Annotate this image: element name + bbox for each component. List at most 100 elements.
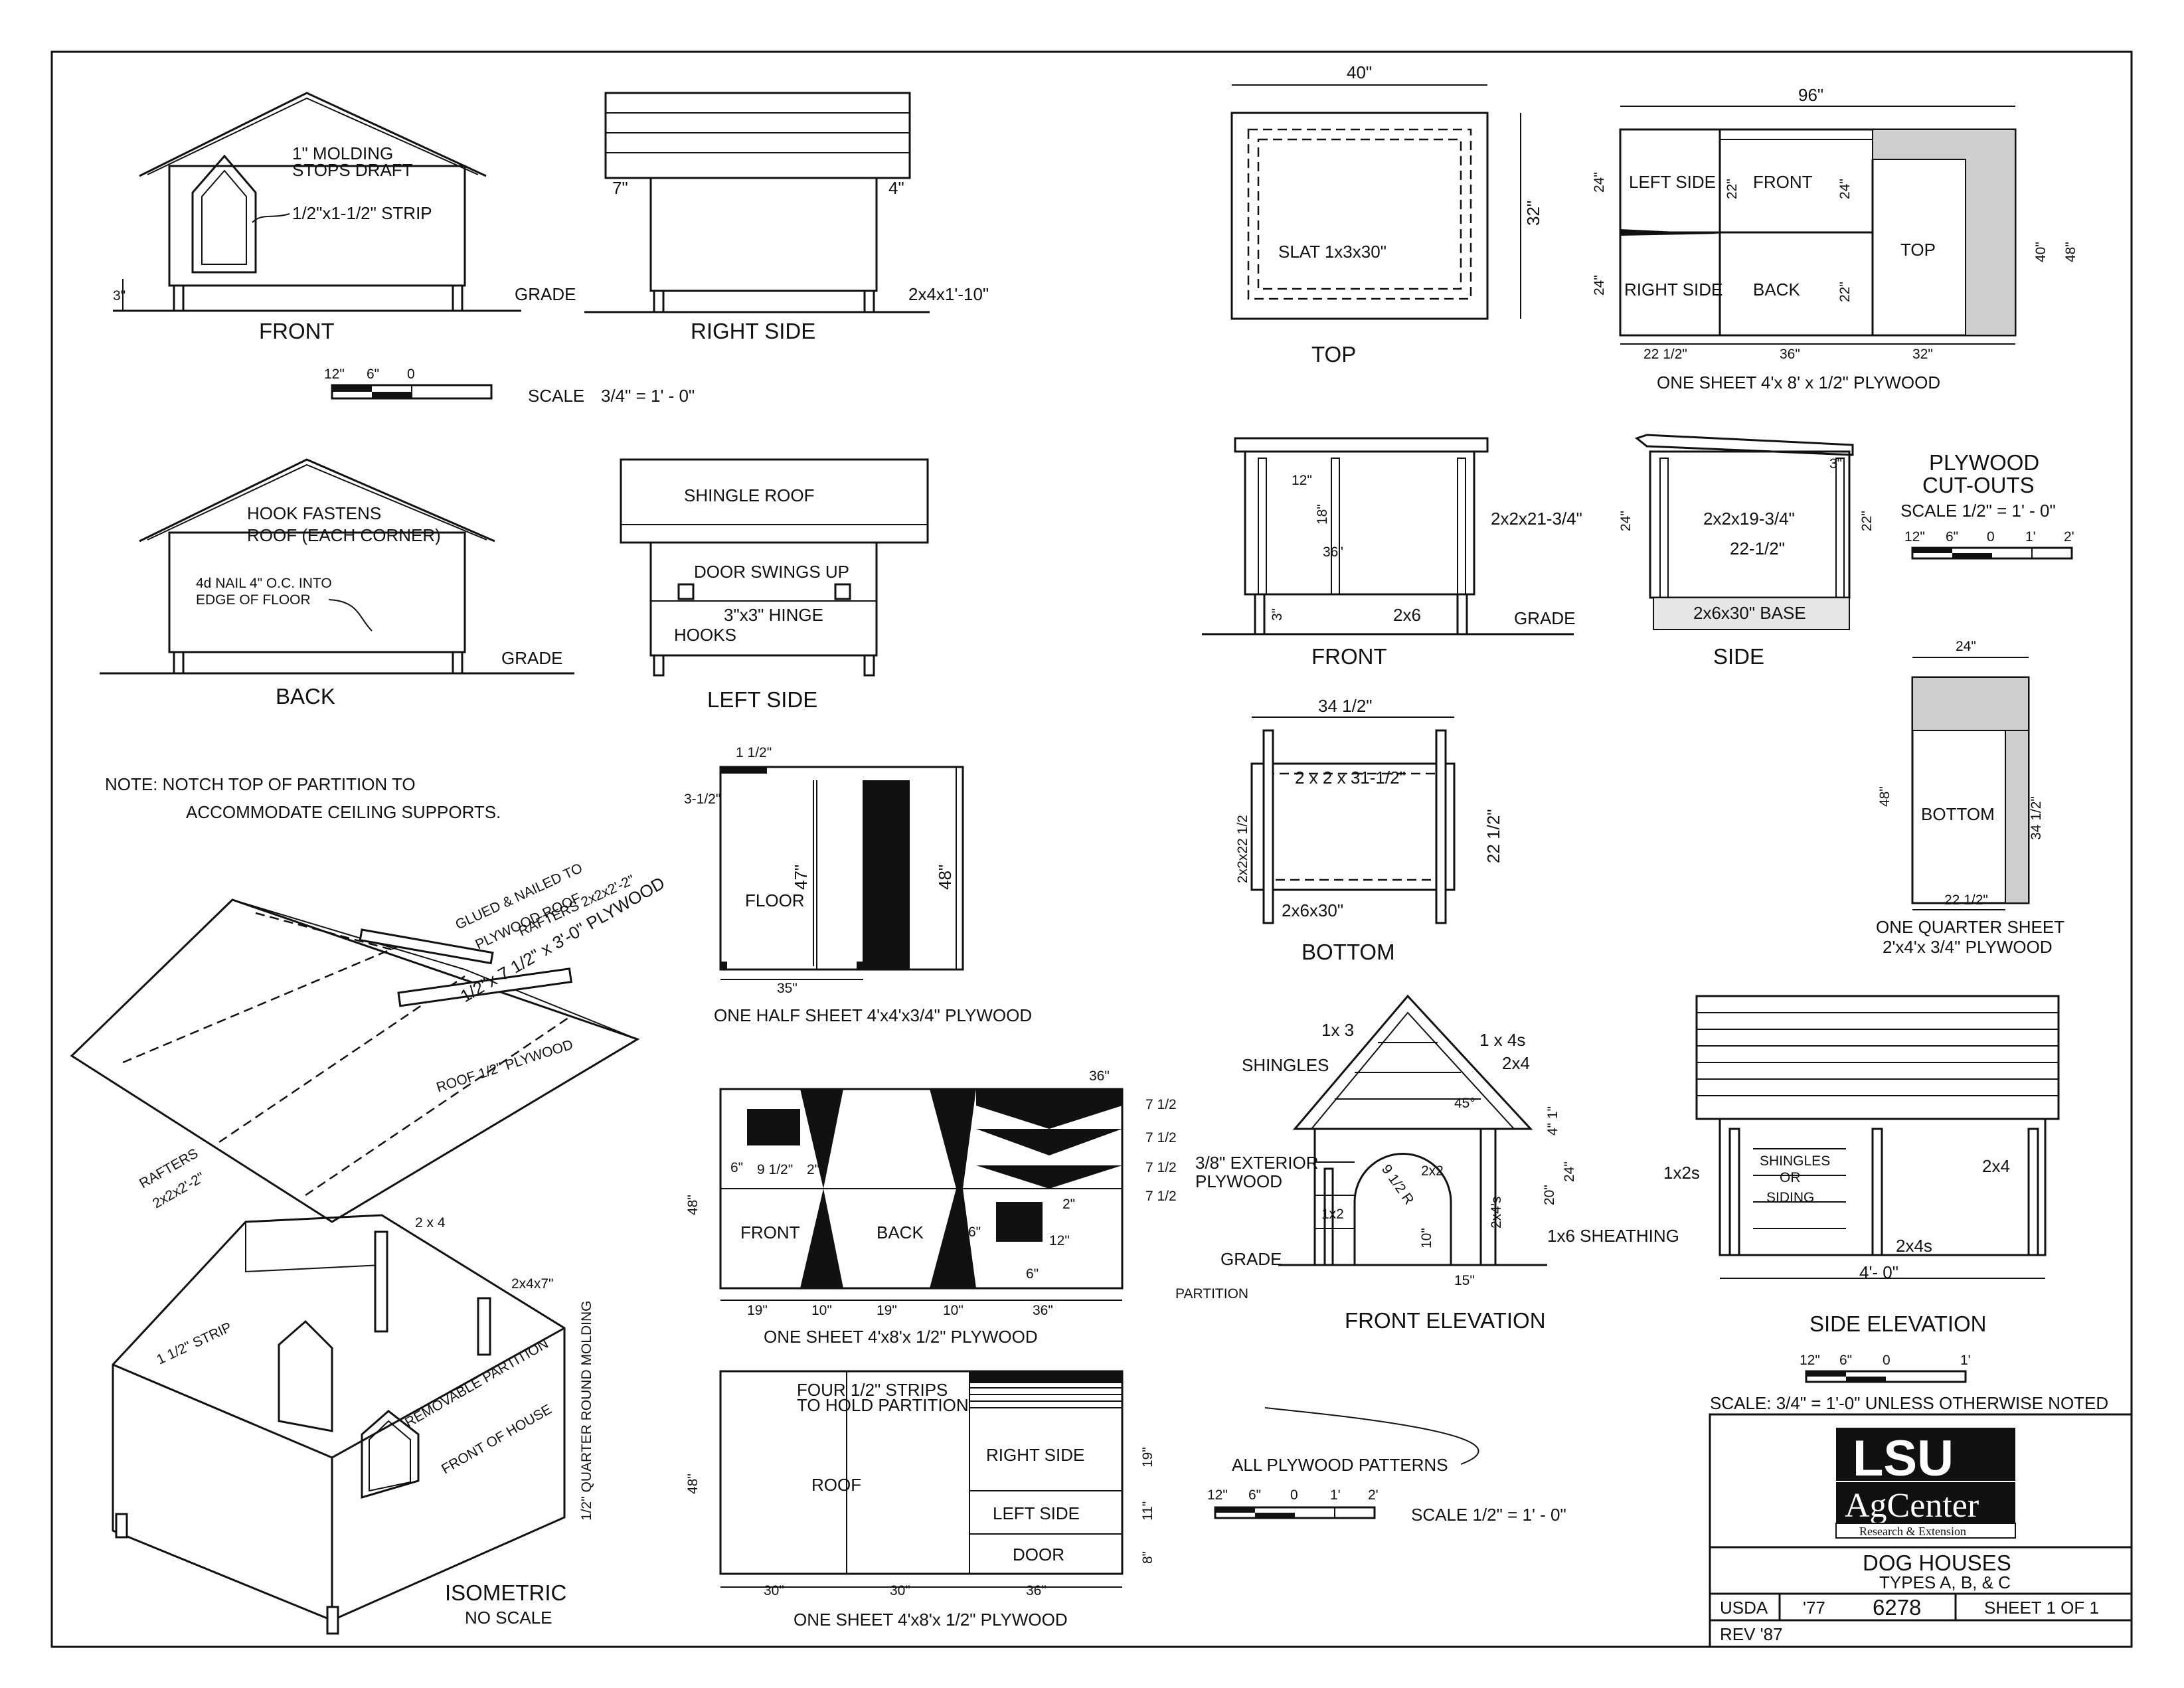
fe-shingles-label: SHINGLES — [1242, 1055, 1329, 1075]
bottom-view: 34 1/2" 2 x 2 x 31-1/2" 2x2x22 1/2 22 1/… — [1235, 696, 1503, 964]
frame-front-view: 12" 18" 36" 2x2x21-3/4" 3" 2x6 GRADE FRO… — [1202, 437, 1582, 669]
note-line-2: ACCOMMODATE CEILING SUPPORTS. — [186, 802, 501, 822]
q-sheet-2: 2'x4'x 3/4" PLYWOOD — [1883, 937, 2053, 957]
se-2x4-label: 2x4 — [1982, 1156, 2010, 1176]
hook-label-2: ROOF (EACH CORNER) — [247, 525, 441, 545]
bs-1: 1' — [1960, 1353, 1971, 1368]
cutout-sheet: 96" LEFT SIDE FRONT RIGHT SIDE BACK TOP … — [1592, 85, 2078, 392]
shingle-roof-label: SHINGLE ROOF — [684, 485, 814, 505]
stud-label: 2x4x1'-10" — [908, 284, 989, 304]
title-block-year: '77 — [1803, 1598, 1825, 1618]
dim-4: 4" — [888, 178, 904, 198]
bottom-scale-label: SCALE: 3/4" = 1'-0" UNLESS OTHERWISE NOT… — [1710, 1393, 2108, 1413]
fb-dim-12: 12" — [764, 1110, 784, 1126]
frame-side-view: 3" 2x2x19-3/4" 22-1/2" 24" 22" 2x6x30" B… — [1618, 434, 1875, 669]
cut-dim-22a: 22" — [1724, 179, 1740, 199]
fb-dim-95b: 9 1/2" — [999, 1224, 1035, 1240]
rf-dim-8: 8" — [1140, 1551, 1155, 1564]
rf-dim-48: 48" — [685, 1474, 701, 1494]
logo-line-2: AgCenter — [1845, 1487, 1979, 1525]
rf-sheet-caption: ONE SHEET 4'x8'x 1/2" PLYWOOD — [794, 1610, 1068, 1630]
q-dim-24: 24" — [1956, 639, 1976, 654]
cut-dim-40: 40" — [2033, 242, 2049, 262]
fb-dim-75b: 7 1/2 — [1145, 1130, 1177, 1145]
ply-cut-1: PLYWOOD — [1929, 450, 2039, 475]
title-block-types: TYPES A, B, & C — [1879, 1572, 2011, 1592]
strip-label: 1/2"x1-1/2" STRIP — [292, 203, 432, 223]
front-view-title: FRONT — [259, 319, 335, 343]
cut-top: TOP — [1900, 240, 1936, 260]
cut-right-side: RIGHT SIDE — [1624, 280, 1722, 299]
frame-front-title: FRONT — [1311, 644, 1387, 669]
fb-dim-75d: 7 1/2 — [1145, 1189, 1177, 1204]
top-dim-32: 32" — [1523, 201, 1543, 226]
rf-door-label: DOOR — [1013, 1545, 1064, 1564]
fb-dim-6c: 6" — [1026, 1266, 1039, 1282]
rf-four-1: FOUR 1/2" STRIPS — [797, 1380, 948, 1400]
dim-7: 7" — [612, 178, 628, 198]
b-dim-225: 22 1/2" — [1483, 809, 1503, 863]
q-sheet-1: ONE QUARTER SHEET — [1876, 917, 2064, 937]
fb-partition-label: PARTITION — [1175, 1286, 1248, 1302]
floor-sheet: 1 1/2" 3-1/2" FLOOR 47" 48" 35" ONE HALF… — [684, 745, 1032, 1025]
patterns-scale: ALL PLYWOOD PATTERNS 12" 6" 0 1' 2' SCAL… — [1207, 1407, 1566, 1525]
f2-dim-18: 18" — [1315, 504, 1330, 525]
grade-label-back: GRADE — [501, 648, 562, 668]
s2-stud-label: 2x2x19-3/4" — [1703, 509, 1795, 529]
iso-2x4x7-label: 2x4x7" — [511, 1276, 554, 1292]
fb-dim-75c: 7 1/2 — [1145, 1160, 1177, 1175]
s2-dim-22: 22" — [1859, 511, 1875, 531]
floor-dim-15: 1 1/2" — [736, 745, 772, 760]
top-view-title: TOP — [1311, 342, 1356, 367]
frame-side-title: SIDE — [1713, 644, 1764, 669]
iso-2x4-label: 2 x 4 — [415, 1215, 446, 1230]
fb-dim-6b: 6" — [968, 1224, 981, 1240]
back-view: HOOK FASTENS ROOF (EACH CORNER) 4d NAIL … — [100, 458, 574, 709]
bs-6: 6" — [1839, 1353, 1852, 1368]
fb-dim-19a: 19" — [747, 1303, 768, 1318]
bs-12: 12" — [1800, 1353, 1820, 1368]
ply-scale-2: 2' — [2064, 529, 2074, 545]
fe-2x4-label: 2x4 — [1502, 1053, 1530, 1073]
fe-dim-1: 1" — [1545, 1106, 1560, 1119]
scale-12: 12" — [324, 367, 345, 382]
scale-value-top: 3/4" = 1' - 0" — [601, 386, 695, 406]
se-siding-label: SIDING — [1766, 1190, 1814, 1205]
fb-dim-10a: 10" — [811, 1303, 832, 1318]
molding-label-1: 1" MOLDING — [292, 143, 393, 163]
fb-sheet-caption: ONE SHEET 4'x8'x 1/2" PLYWOOD — [764, 1327, 1038, 1347]
fb-dim-48: 48" — [685, 1195, 701, 1215]
f2-dim-12: 12" — [1292, 473, 1312, 488]
nail-label-1: 4d NAIL 4" O.C. INTO — [196, 576, 332, 591]
f2-stud-label: 2x2x21-3/4" — [1491, 509, 1582, 529]
fe-grade-label: GRADE — [1220, 1249, 1282, 1269]
pat-scale-1: 1' — [1330, 1487, 1341, 1503]
fe-45-label: 45° — [1454, 1096, 1475, 1111]
isometric-subtitle: NO SCALE — [465, 1608, 552, 1628]
fe-sheathing-label: 1x6 SHEATHING — [1547, 1226, 1679, 1246]
right-side-title: RIGHT SIDE — [691, 319, 815, 343]
cut-dim-36: 36" — [1780, 347, 1800, 362]
cut-dim-22b: 22" — [1837, 282, 1853, 302]
iso-strip-label: 1 1/2" STRIP — [154, 1319, 234, 1367]
fe-ext-2: PLYWOOD — [1195, 1171, 1282, 1191]
q-bottom-label: BOTTOM — [1921, 804, 1995, 824]
scale-0: 0 — [407, 367, 415, 382]
cut-dim-96: 96" — [1798, 85, 1823, 105]
all-patterns-label: ALL PLYWOOD PATTERNS — [1232, 1455, 1448, 1475]
fb-back-label: BACK — [877, 1223, 924, 1242]
isometric-view: RAFTERS 2x2x2'-2" GLUED & NAILED TO PLYW… — [70, 861, 668, 1635]
cut-front: FRONT — [1753, 172, 1813, 192]
hooks-label: HOOKS — [674, 625, 736, 645]
rf-dim-36: 36" — [1026, 1583, 1047, 1598]
fb-dim-36: 36" — [1089, 1068, 1110, 1084]
rf-dim-30a: 30" — [764, 1583, 784, 1598]
left-side-title: LEFT SIDE — [707, 687, 817, 712]
roof-plywood-label: ROOF 1/2" PLYWOOD — [434, 1037, 574, 1096]
f2-dim-3: 3" — [1270, 608, 1285, 621]
hinge-label: 3"x3" HINGE — [724, 605, 823, 625]
fb-front-label: FRONT — [740, 1223, 800, 1242]
logo-line-1: LSU — [1853, 1430, 1954, 1487]
molding-label-2: STOPS DRAFT — [292, 160, 413, 180]
fe-1x4-label: 1 x 4s — [1479, 1030, 1525, 1050]
